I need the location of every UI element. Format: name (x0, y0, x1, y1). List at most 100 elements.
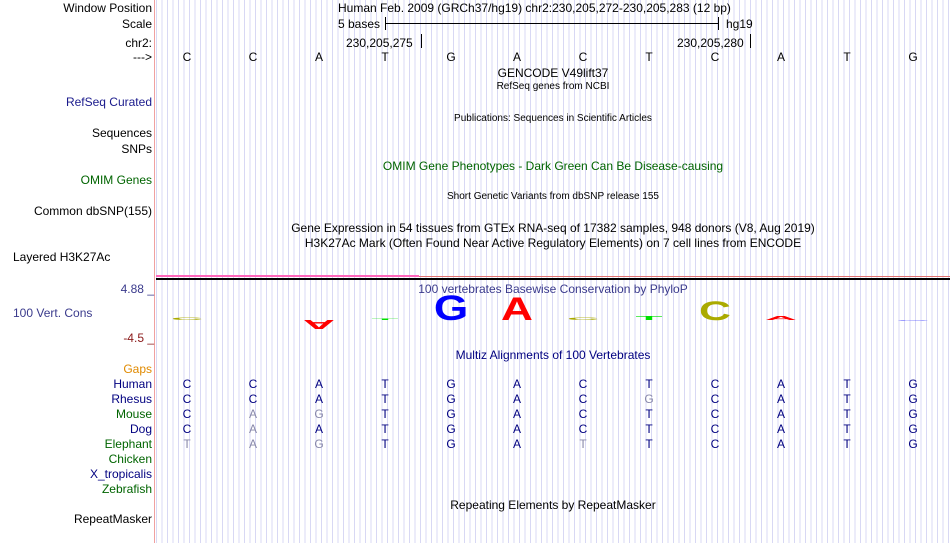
species-label-x_tropicalis[interactable]: X_tropicalis (89, 467, 152, 481)
common-dbsnp-label[interactable]: Common dbSNP(155) (33, 204, 152, 218)
aligned-base: A (314, 422, 323, 436)
aligned-base: C (248, 377, 258, 391)
logo-letter-C: C (699, 296, 731, 326)
scale-text: 5 bases (338, 17, 381, 31)
aligned-base: G (446, 377, 456, 391)
assembly-title: Human Feb. 2009 (GRCh37/hg19) chr2:230,2… (338, 1, 731, 15)
aligned-base: T (843, 392, 851, 406)
logo-letter-T: T (371, 319, 398, 321)
logo-letter-C: C (567, 317, 599, 321)
aligned-base: C (710, 437, 720, 451)
aligned-base: A (776, 377, 785, 391)
species-label-chicken[interactable]: Chicken (108, 452, 152, 466)
aligned-base: G (908, 392, 918, 406)
strand-label: ---> (133, 50, 152, 64)
aligned-base: A (776, 422, 785, 436)
aligned-base: G (908, 422, 918, 436)
aligned-base: T (843, 422, 851, 436)
gtex-track-title[interactable]: Gene Expression in 54 tissues from GTEx … (291, 221, 815, 235)
aligned-base: A (512, 377, 521, 391)
scale-label: Scale (121, 17, 152, 31)
species-label-mouse[interactable]: Mouse (115, 407, 152, 421)
cons-max-label: 4.88 _ (120, 282, 154, 296)
aligned-base: T (645, 437, 653, 451)
aligned-base: A (512, 407, 521, 421)
refseq-curated-label[interactable]: RefSeq Curated (65, 95, 152, 109)
multiz-track-title[interactable]: Multiz Alignments of 100 Vertebrates (455, 348, 651, 362)
scale-bar-tick (385, 17, 386, 30)
aligned-base: G (446, 422, 456, 436)
aligned-base: C (710, 377, 720, 391)
aligned-base: G (446, 407, 456, 421)
drag-highlight-line (156, 275, 419, 277)
aligned-base: C (182, 392, 192, 406)
aligned-base: A (512, 392, 521, 406)
cons-track-label[interactable]: 100 Vert. Cons (13, 306, 93, 320)
aligned-base: C (578, 392, 588, 406)
position-tick (421, 34, 422, 48)
aligned-base: C (578, 422, 588, 436)
repeatmasker-track-title[interactable]: Repeating Elements by RepeatMasker (450, 498, 656, 512)
aligned-base: A (248, 407, 257, 421)
aligned-base: C (578, 407, 588, 421)
logo-letter-C: C (171, 317, 203, 321)
gaps-label[interactable]: Gaps (123, 362, 152, 376)
logo-letter-G: G (434, 290, 468, 328)
aligned-base: T (381, 377, 389, 391)
h3k27ac-track-title[interactable]: H3K27Ac Mark (Often Found Near Active Re… (304, 236, 802, 250)
refseq-track-title[interactable]: RefSeq genes from NCBI (496, 81, 610, 92)
species-label-elephant[interactable]: Elephant (104, 437, 152, 451)
omim-genes-label[interactable]: OMIM Genes (80, 173, 152, 187)
aligned-base: C (710, 407, 720, 421)
base-grid (156, 0, 950, 543)
layered-h3k27ac-label[interactable]: Layered H3K27Ac (13, 250, 111, 264)
dbsnp-track-title[interactable]: Short Genetic Variants from dbSNP releas… (447, 191, 659, 202)
aligned-base: A (776, 437, 785, 451)
window-position-label: Window Position (63, 1, 152, 15)
publications-track-title[interactable]: Publications: Sequences in Scientific Ar… (454, 113, 652, 124)
aligned-base: A (314, 377, 323, 391)
base-letter: T (381, 50, 389, 64)
aligned-base: G (446, 392, 456, 406)
base-letter: T (843, 50, 851, 64)
sequences-label[interactable]: Sequences (91, 126, 152, 140)
aligned-base: C (710, 422, 720, 436)
gencode-track-title[interactable]: GENCODE V49lift37 (497, 66, 609, 80)
chr-label: chr2: (125, 36, 152, 50)
base-letter: G (446, 50, 456, 64)
logo-letter-A: A (501, 291, 533, 327)
omim-track-title[interactable]: OMIM Gene Phenotypes - Dark Green Can Be… (382, 159, 724, 173)
logo-letter-A: A (765, 315, 797, 321)
aligned-base: T (645, 422, 653, 436)
aligned-base: T (381, 422, 389, 436)
aligned-base: A (512, 422, 521, 436)
divider-line (419, 276, 950, 277)
aligned-base: T (579, 437, 587, 451)
aligned-base: A (776, 407, 785, 421)
species-label-rhesus[interactable]: Rhesus (111, 392, 152, 406)
aligned-base: T (843, 377, 851, 391)
position-right: 230,205,280 (677, 36, 744, 50)
aligned-base: T (645, 407, 653, 421)
section-divider[interactable] (156, 278, 950, 280)
species-label-human[interactable]: Human (113, 377, 152, 391)
base-letter: A (314, 50, 323, 64)
repeatmasker-label[interactable]: RepeatMasker (73, 512, 152, 526)
species-label-zebrafish[interactable]: Zebrafish (101, 482, 152, 496)
aligned-base: G (908, 407, 918, 421)
aligned-base: T (843, 407, 851, 421)
phylop-track-title[interactable]: 100 vertebrates Basewise Conservation by… (418, 282, 688, 296)
base-letter: C (248, 50, 258, 64)
aligned-base: C (182, 407, 192, 421)
aligned-base: C (248, 392, 258, 406)
snps-label[interactable]: SNPs (121, 142, 152, 156)
logo-letter-G: G (896, 320, 930, 321)
aligned-base: A (314, 392, 323, 406)
base-letter: C (182, 50, 192, 64)
aligned-base: A (248, 422, 257, 436)
scale-bar (385, 23, 718, 24)
aligned-base: C (578, 377, 588, 391)
species-label-dog[interactable]: Dog (129, 422, 152, 436)
